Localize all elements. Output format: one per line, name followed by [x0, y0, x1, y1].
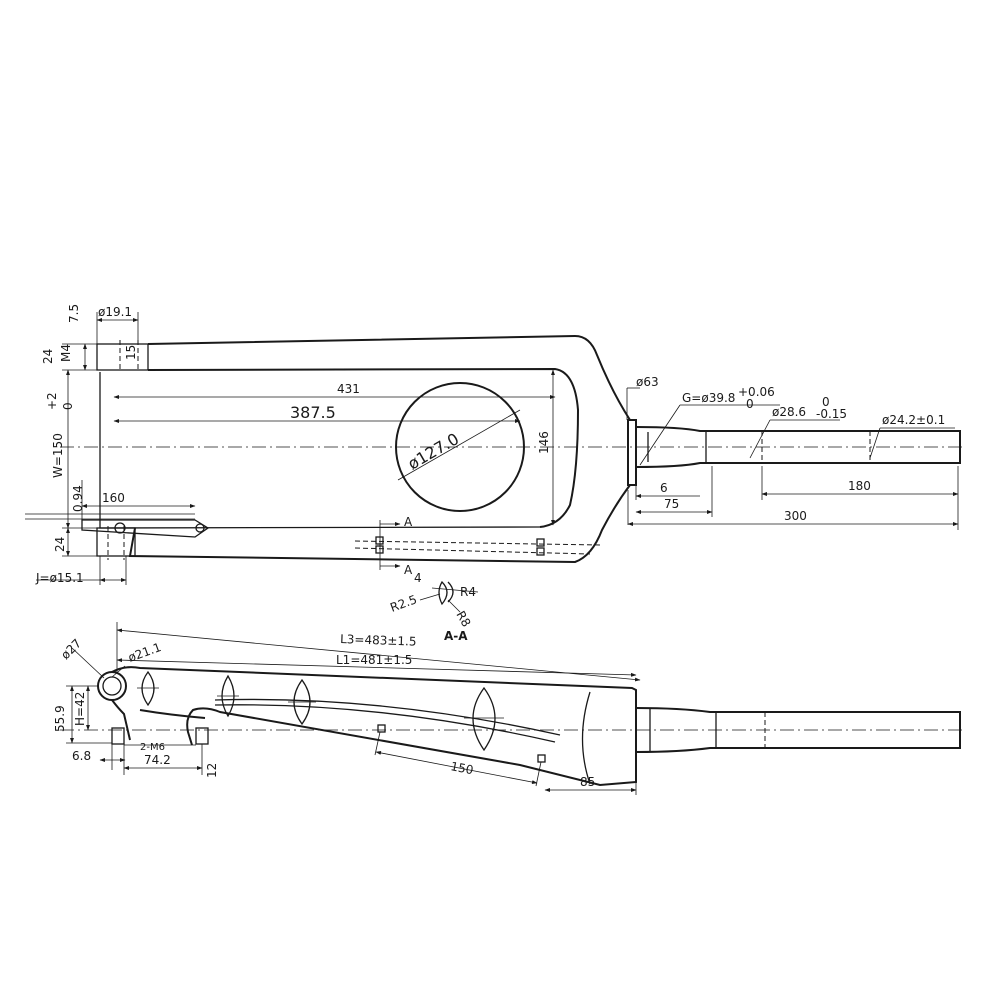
dim-l3-text: L3=483±1.5: [340, 632, 417, 649]
top-view: 7.5 ø19.1 24 M4 15 431 387.5 ø127.0 146 …: [25, 304, 965, 585]
dim-l1-line: [116, 658, 637, 677]
section-r4-leader: [431, 587, 479, 593]
cable-path-1: [214, 698, 561, 736]
axle-hole: [114, 522, 126, 534]
lens-3: [293, 678, 311, 726]
dim-75-text: 75: [664, 497, 679, 511]
dim-85-text: 85: [580, 775, 595, 789]
dim-6-8-text: 6.8: [72, 749, 91, 763]
lower-blade-outline: [128, 484, 631, 564]
section-dim-r2-5: R2.5: [388, 592, 419, 615]
dim-74-2-text: 74.2: [144, 753, 171, 767]
section-dim-4: 4: [414, 571, 422, 585]
section-marker-top: A: [404, 515, 413, 529]
dim-d127-leader: [397, 409, 521, 481]
section-marker-bottom: A: [404, 563, 413, 577]
inner-slot: [99, 372, 541, 529]
hidden-line-2: [354, 547, 591, 555]
dim-l1-text: L1=481±1.5: [336, 653, 412, 667]
leg-lower-edge: [111, 699, 206, 741]
dim-m4-text: M4: [59, 344, 73, 362]
bolt-3: [536, 538, 545, 547]
dim-150-ext-2: [535, 761, 542, 787]
bolt-2: [375, 545, 384, 554]
dim-300-text: 300: [784, 509, 807, 523]
crown-curve: [581, 691, 591, 785]
dim-h-text: H=42: [73, 692, 87, 726]
section-dim-r4: R4: [460, 585, 476, 599]
dim-w-tol-lower: 0: [61, 402, 75, 410]
dim-d28-text: ø28.6: [772, 405, 806, 419]
cable-path-2: [214, 704, 556, 743]
dim-24-bottom-text: 24: [53, 537, 67, 552]
dim-d24-leader: [869, 427, 881, 459]
dim-160-text: 160: [102, 491, 125, 505]
dim-d28-tol-upper: 0: [822, 395, 830, 409]
cable-port-2: [537, 754, 546, 763]
brake-tab-hole: [195, 523, 205, 533]
side-steerer: [635, 707, 961, 753]
dim-12-text: 12: [205, 763, 219, 778]
dim-d27-text: ø27: [58, 636, 84, 662]
dim-55-9-text: 55.9: [53, 705, 67, 732]
mount-boss-2: [195, 727, 209, 745]
dim-g-leader: [639, 404, 681, 466]
section-profile-outer: [447, 581, 454, 603]
dim-g-text: G=ø39.8: [682, 391, 735, 405]
section-r8-leader: [447, 599, 461, 613]
cable-port-1: [377, 724, 386, 733]
side-view: ø27 ø21.1 L3=483±1.5 L1=481±1.5 55.9 H=4…: [53, 622, 965, 795]
dim-2m6-text: 2-M6: [140, 742, 165, 753]
lens-4: [472, 686, 496, 752]
dim-d27-leader: [71, 647, 105, 679]
dim-g-tol-upper: +0.06: [738, 385, 775, 399]
upper-blade-inner: [147, 367, 580, 528]
wheel-circle: [395, 382, 525, 512]
lens-1: [141, 670, 155, 707]
mount-boss-1: [111, 727, 125, 745]
dim-d127-text: ø127.0: [405, 429, 463, 473]
dim-180-text: 180: [848, 479, 871, 493]
dim-150-line: [375, 751, 538, 784]
dim-7-5-text: 7.5: [67, 304, 81, 323]
dim-431-text: 431: [337, 382, 360, 396]
dim-6-text: 6: [660, 481, 668, 495]
dim-w-tol-upper: +2: [45, 392, 59, 410]
dim-146-text: 146: [537, 431, 551, 454]
upper-blade-outline: [147, 334, 631, 421]
dim-d24-text: ø24.2±0.1: [882, 413, 945, 427]
dropout-inner: [102, 676, 122, 696]
lens-2: [221, 674, 235, 718]
leg-outline: [111, 666, 637, 787]
dim-d21-leader: [111, 665, 126, 678]
bolt-4: [536, 547, 545, 556]
crown-plate: [627, 419, 637, 486]
dim-d28-leader: [749, 419, 771, 459]
dim-g-tol-lower: 0: [746, 397, 754, 411]
section-a-a: A A 4 R2.5 R4 R8 A-A: [379, 515, 479, 643]
dim-d19-text: ø19.1: [98, 305, 132, 319]
bolt-1: [375, 536, 384, 545]
dim-24-top-text: 24: [41, 349, 55, 364]
dim-j-text: J=ø15.1: [35, 571, 84, 585]
dim-0-94-text: 0.94: [71, 485, 85, 512]
hidden-line-1: [354, 540, 601, 546]
dim-15-text: 15: [124, 345, 138, 360]
dim-150-text: 150: [449, 759, 474, 777]
dim-387-5-text: 387.5: [290, 403, 336, 422]
steerer-taper: [635, 426, 961, 468]
dim-d63-text: ø63: [636, 375, 659, 389]
dim-w-text: W=150: [51, 433, 65, 478]
section-profile: [438, 580, 448, 606]
dim-d28-tol-lower: -0.15: [816, 407, 847, 421]
upper-dropout: [96, 343, 149, 371]
section-dim-r8: R8: [453, 609, 473, 630]
section-r2-5-leader: [419, 593, 441, 601]
section-label: A-A: [444, 629, 468, 643]
dim-150-ext-1: [374, 731, 381, 756]
